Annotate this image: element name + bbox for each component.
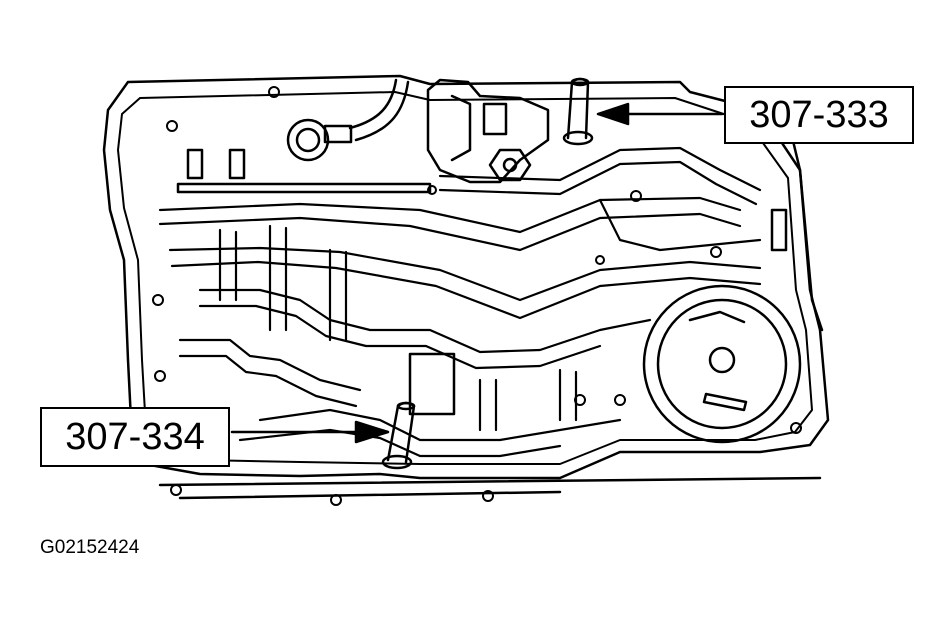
figure-id: G02152424 bbox=[40, 537, 140, 558]
right-slot bbox=[770, 208, 788, 252]
connector-clip bbox=[323, 124, 353, 144]
callout-307-334-label: 307-334 bbox=[65, 415, 205, 458]
accumulator-tab-bottom bbox=[702, 392, 748, 412]
upper-housing bbox=[426, 78, 550, 184]
center-window bbox=[408, 352, 456, 416]
accumulator-tab-top bbox=[688, 310, 746, 324]
harness-cable-2 bbox=[354, 80, 410, 142]
hex-bolt bbox=[488, 148, 532, 182]
left-bar bbox=[176, 182, 432, 194]
hex-bolt-center bbox=[502, 157, 518, 173]
connector-ring bbox=[286, 118, 330, 162]
upper-housing-detail bbox=[450, 94, 472, 162]
left-slot-2 bbox=[228, 148, 246, 180]
arrow-307-333-head bbox=[596, 102, 630, 126]
lower-edge-line bbox=[158, 476, 822, 487]
callout-307-334: 307-334 bbox=[40, 407, 230, 467]
tool-307-333 bbox=[562, 77, 594, 146]
fluid-passages bbox=[158, 146, 762, 458]
accumulator-outer bbox=[642, 284, 802, 444]
callout-307-333-label: 307-333 bbox=[749, 93, 889, 136]
harness-cable bbox=[348, 78, 398, 130]
right-edge-strip bbox=[786, 118, 824, 332]
callout-307-333: 307-333 bbox=[724, 86, 914, 144]
tool-307-334 bbox=[381, 401, 416, 470]
connector-ring-inner bbox=[295, 127, 321, 153]
bolt-holes bbox=[152, 86, 802, 506]
accumulator-hub bbox=[708, 346, 736, 374]
bracket bbox=[482, 102, 508, 136]
valve-body-outline bbox=[102, 74, 830, 480]
accumulator-mid bbox=[656, 298, 788, 430]
arrow-307-334-head bbox=[354, 420, 390, 444]
left-slot-1 bbox=[186, 148, 204, 180]
lower-edge-line-2 bbox=[178, 490, 562, 500]
